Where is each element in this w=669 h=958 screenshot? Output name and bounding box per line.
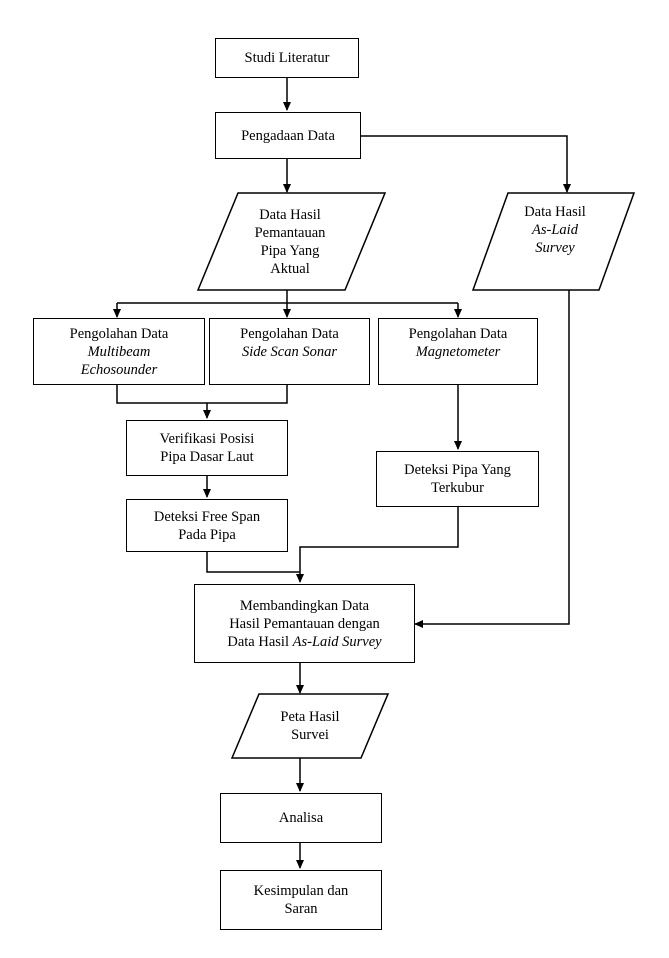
olah-sidescan-box: Pengolahan Data Side Scan Sonar (209, 318, 370, 385)
analisa-box: Analisa (220, 793, 382, 843)
verifikasi-line-2: Pipa Dasar Laut (160, 449, 254, 465)
kesimpulan-line-2: Saran (284, 901, 318, 917)
olah-multibeam-line-1: Pengolahan Data (69, 325, 169, 342)
deteksi-terkubur-box: Deteksi Pipa Yang Terkubur (376, 451, 539, 507)
verifikasi-line-1: Verifikasi Posisi (159, 431, 255, 447)
membandingkan-line-2: Hasil Pemantauan dengan (229, 615, 380, 632)
arrow-pengadaan-to-aslaid (361, 135, 571, 193)
pengadaan-data-label: Pengadaan Data (241, 127, 335, 144)
peta-hasil-node: Peta Hasil Survei (245, 700, 375, 752)
data-pemantauan-line-3: Pipa Yang (260, 242, 320, 259)
data-pemantauan-line-1: Data Hasil (259, 206, 321, 223)
data-pemantauan-line-2: Pemantauan (254, 224, 326, 241)
peta-hasil-line-1: Peta Hasil (280, 709, 340, 725)
kesimpulan-line-1: Kesimpulan dan (253, 883, 349, 899)
analisa-label: Analisa (278, 810, 324, 826)
deteksi-free-span-line-2: Pada Pipa (178, 526, 236, 543)
olah-sidescan-line-1: Pengolahan Data (240, 326, 339, 342)
data-as-laid-line-3: Survey (535, 240, 575, 256)
kesimpulan-box: Kesimpulan dan Saran (220, 870, 382, 930)
line-multibeam-merge (116, 385, 288, 404)
line-terkubur-down (296, 507, 459, 583)
olah-multibeam-line-3: Echosounder (80, 361, 158, 378)
data-as-laid-node: Data Hasil As-Laid Survey (490, 200, 620, 260)
peta-hasil-shape (230, 693, 390, 759)
data-as-laid-line-1: Data Hasil (524, 204, 586, 220)
studi-literatur-label: Studi Literatur (244, 50, 330, 66)
membandingkan-line-3-text: Data Hasil (227, 633, 293, 650)
deteksi-terkubur-line-1: Deteksi Pipa Yang (404, 462, 511, 478)
membandingkan-box: Membandingkan Data Hasil Pemantauan deng… (194, 584, 415, 663)
data-as-laid-shape (471, 192, 636, 291)
olah-multibeam-box: Pengolahan Data Multibeam Echosounder (33, 318, 205, 385)
membandingkan-line-3-italic: As-Laid Survey (292, 633, 382, 650)
line-freespan-down (206, 552, 300, 573)
peta-hasil-line-2: Survei (291, 727, 329, 743)
deteksi-terkubur-line-2: Terkubur (431, 480, 484, 496)
olah-sidescan-line-2: Side Scan Sonar (241, 344, 338, 360)
pengadaan-data-box: Pengadaan Data (215, 112, 361, 159)
deteksi-free-span-box: Deteksi Free Span Pada Pipa (126, 499, 288, 552)
studi-literatur-box: Studi Literatur (215, 38, 359, 78)
data-pemantauan-node: Data Hasil Pemantauan Pipa Yang Aktual (215, 195, 365, 288)
olah-magnetometer-line-2: Magnetometer (415, 344, 501, 360)
data-as-laid-line-2: As-Laid (532, 222, 578, 238)
membandingkan-line-3: Data Hasil As-Laid Survey (227, 633, 381, 651)
arrow-aslaid-to-membandingkan (414, 290, 570, 628)
olah-multibeam-line-2: Multibeam (87, 343, 151, 360)
olah-magnetometer-line-1: Pengolahan Data (408, 326, 508, 342)
data-pemantauan-line-4: Aktual (270, 260, 310, 277)
olah-magnetometer-box: Pengolahan Data Magnetometer (378, 318, 538, 385)
deteksi-free-span-line-1: Deteksi Free Span (153, 508, 261, 525)
data-pemantauan-shape (196, 192, 387, 291)
verifikasi-box: Verifikasi Posisi Pipa Dasar Laut (126, 420, 288, 476)
membandingkan-line-1: Membandingkan Data (239, 597, 370, 614)
